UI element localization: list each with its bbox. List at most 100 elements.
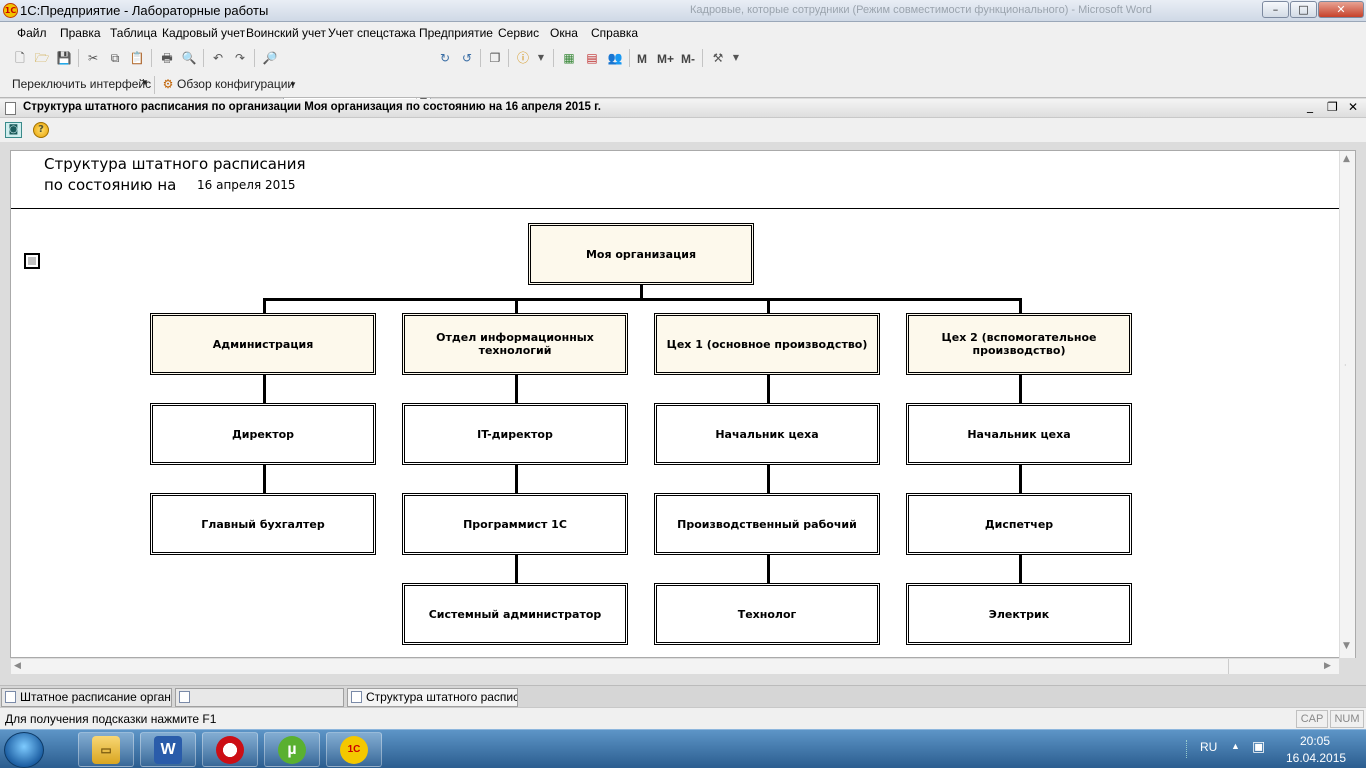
menu-windows[interactable]: Окна [550, 26, 578, 40]
connector-line [1019, 298, 1022, 314]
doc-minimize-button[interactable]: _ [1307, 99, 1313, 113]
taskbar-word[interactable]: W [140, 732, 196, 767]
print-preview-icon[interactable]: 🔍 [181, 51, 197, 65]
calendar-icon[interactable]: ▤ [586, 51, 598, 65]
toolbar-separator [154, 76, 155, 94]
position-node[interactable]: Системный администратор [402, 583, 628, 645]
users-icon[interactable]: 👥 [607, 51, 623, 65]
camera-icon[interactable]: ◙ [5, 122, 22, 138]
info-icon[interactable]: ⓘ [516, 51, 529, 65]
network-icon[interactable]: ▣ [1252, 738, 1266, 754]
window-title: 1С:Предприятие - Лабораторные работы [20, 3, 269, 18]
copy-icon[interactable]: ⧉ [110, 51, 120, 65]
tray-expand-icon[interactable]: ▲ [1231, 741, 1240, 751]
info-dropdown-icon[interactable]: ▼ [537, 53, 545, 62]
memory-m-button[interactable]: M [637, 52, 647, 66]
overview-dropdown-icon[interactable]: ▼ [289, 80, 297, 89]
switch-interface-dropdown-icon[interactable]: ▼ [141, 78, 149, 87]
position-node[interactable]: Программист 1С [402, 493, 628, 555]
doc-close-button[interactable]: ✕ [1348, 100, 1359, 114]
window-tabs-bar: Штатное расписание орган... Структура шт… [0, 685, 1366, 707]
menu-service[interactable]: Сервис [498, 26, 540, 40]
switch-interface-button[interactable]: Переключить интерфейс [12, 77, 152, 91]
tab-staff-schedule[interactable]: Штатное расписание орган... [1, 688, 172, 707]
open-folder-icon[interactable]: 🗁 [34, 51, 50, 65]
minimize-window-button[interactable]: – [1262, 1, 1289, 18]
department-node[interactable]: Отдел информационных технологий [402, 313, 628, 375]
memory-plus-button[interactable]: M+ [657, 52, 675, 66]
department-node[interactable]: Цех 2 (вспомогательное производство) [906, 313, 1132, 375]
position-node[interactable]: Производственный рабочий [654, 493, 880, 555]
find-icon[interactable]: 🔎 [262, 51, 278, 65]
menu-hr[interactable]: Кадровый учет [162, 26, 246, 40]
selection-marker[interactable] [24, 253, 40, 269]
tools-icon[interactable]: ⚒ [712, 51, 724, 65]
position-node[interactable]: Главный бухгалтер [150, 493, 376, 555]
cut-icon[interactable]: ✂ [87, 51, 99, 65]
menu-edit[interactable]: Правка [60, 26, 101, 40]
print-icon[interactable]: 🖶 [161, 51, 173, 65]
taskbar-opera[interactable] [202, 732, 258, 767]
position-node[interactable]: Начальник цеха [906, 403, 1132, 465]
department-node[interactable]: Администрация [150, 313, 376, 375]
maximize-window-button[interactable]: □ [1290, 1, 1317, 18]
menu-enterprise[interactable]: Предприятие [419, 26, 493, 40]
start-button[interactable] [4, 732, 44, 768]
taskbar-utorrent[interactable]: µ [264, 732, 320, 767]
scroll-left-icon[interactable]: ◀ [14, 661, 21, 671]
windows-list-icon[interactable]: ❐ [489, 51, 501, 65]
memory-minus-button[interactable]: M- [681, 52, 695, 66]
document-toolbar: ◙ ? [0, 118, 1366, 142]
language-indicator[interactable]: RU [1200, 740, 1218, 754]
connector-line [1019, 374, 1022, 404]
department-node[interactable]: Цех 1 (основное производство) [654, 313, 880, 375]
menu-help[interactable]: Справка [591, 26, 639, 40]
undo-icon[interactable]: ↶ [212, 51, 224, 65]
overview-config-button[interactable]: Обзор конфигурации [177, 77, 295, 91]
menu-table[interactable]: Таблица [110, 26, 158, 40]
horizontal-scrollbar[interactable]: ◀ ▶ [11, 658, 1339, 674]
report-title-line2: по состоянию на [44, 176, 177, 194]
doc-restore-button[interactable]: ❐ [1327, 100, 1338, 114]
tab-blank[interactable] [175, 688, 344, 707]
scroll-up-icon[interactable]: ▲ [1343, 154, 1350, 164]
tab-structure-report[interactable]: Структура штатного распис... [347, 688, 518, 707]
calculator-icon[interactable]: ▦ [563, 51, 575, 65]
caps-lock-indicator: CAP [1296, 710, 1328, 728]
menu-special-service[interactable]: Учет спецстажа [328, 26, 416, 40]
new-document-icon[interactable]: 🗋 [15, 51, 25, 65]
scroll-grip-icon[interactable]: · [1344, 361, 1347, 370]
vertical-scrollbar[interactable]: ▲ · ▼ [1339, 151, 1355, 658]
position-node[interactable]: Директор [150, 403, 376, 465]
table-icon [5, 691, 16, 703]
report-date: 16 апреля 2015 [197, 178, 296, 192]
report-title-line1: Структура штатного расписания [44, 155, 306, 173]
position-node[interactable]: Начальник цеха [654, 403, 880, 465]
clock-time[interactable]: 20:05 [1300, 734, 1331, 748]
connector-line [263, 298, 1022, 301]
position-node[interactable]: Электрик [906, 583, 1132, 645]
scroll-down-icon[interactable]: ▼ [1343, 641, 1350, 651]
menu-file[interactable]: Файл [17, 26, 47, 40]
taskbar-1c[interactable]: 1С [326, 732, 382, 767]
help-icon[interactable]: ? [33, 122, 49, 138]
scroll-right-icon[interactable]: ▶ [1324, 661, 1331, 671]
tools-dropdown-icon[interactable]: ▼ [732, 53, 740, 62]
clock-date[interactable]: 16.04.2015 [1286, 751, 1347, 765]
org-root-node[interactable]: Моя организация [528, 223, 754, 285]
save-icon[interactable]: 💾 [56, 51, 72, 65]
find-next-icon[interactable]: ↻ [439, 51, 451, 65]
redo-icon[interactable]: ↷ [234, 51, 246, 65]
find-prev-icon[interactable]: ↺ [461, 51, 473, 65]
menu-military[interactable]: Воинский учет [246, 26, 327, 40]
connector-line [515, 464, 518, 494]
paste-icon[interactable]: 📋 [129, 51, 145, 65]
document-icon [351, 691, 362, 703]
taskbar-explorer[interactable]: ▭ [78, 732, 134, 767]
position-node[interactable]: Диспетчер [906, 493, 1132, 555]
position-node[interactable]: Технолог [654, 583, 880, 645]
document-icon [179, 691, 190, 703]
tab-label: Штатное расписание орган... [20, 690, 172, 704]
close-window-button[interactable]: ✕ [1318, 1, 1364, 18]
position-node[interactable]: IT-директор [402, 403, 628, 465]
